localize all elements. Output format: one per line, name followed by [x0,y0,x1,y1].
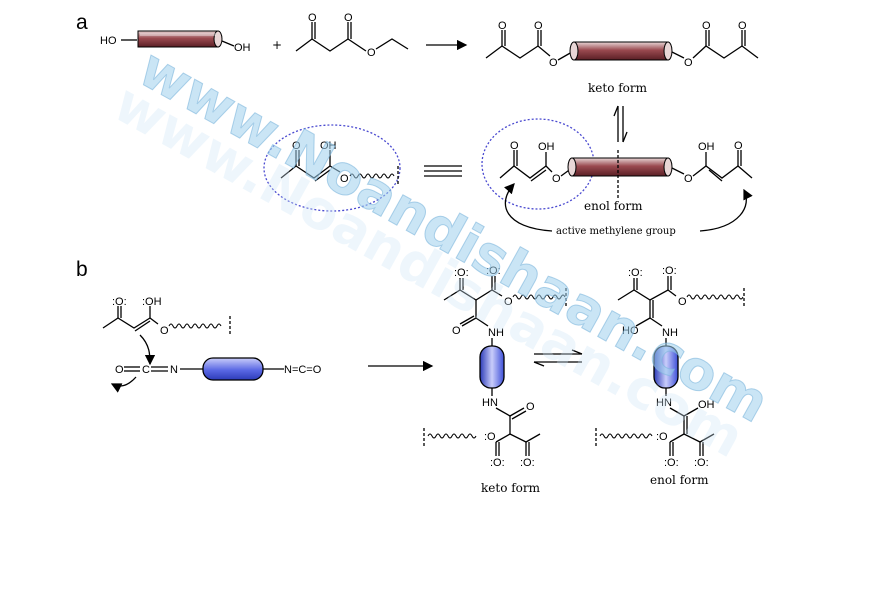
diol-reactant: HO OH [100,30,251,54]
svg-text:O: O [549,57,558,69]
svg-text:NH: NH [662,327,678,339]
keto-form-polymer: :O: :O: O O NH HN O :O: :O :O: [423,265,567,469]
enol-form-product: O OH O O OH O [481,118,753,210]
panel-label-b: b [76,258,88,281]
svg-text::O:: :O: [520,457,535,469]
svg-text:O: O [734,140,743,152]
keto-form-product: O O O O O O [485,20,759,69]
svg-text:O: O [526,401,535,413]
svg-text:OH: OH [698,399,715,411]
tautomer-equilibrium-arrow [613,105,628,143]
svg-text::O:: :O: [664,457,679,469]
svg-text::O:: :O: [628,267,643,279]
keto-form-label-a: keto form [588,81,648,95]
active-methylene-arrows [504,183,753,232]
svg-text:N=C=O: N=C=O [284,364,322,376]
svg-text:O: O [684,57,693,69]
svg-text::OH: :OH [142,296,162,308]
enol-form-polymer: :O: :O: O HO NH HN OH :O: :O :O: [595,265,745,469]
ethyl-acetoacetate: O O O [295,12,409,59]
panel-label-a: a [76,11,88,34]
svg-text:O: O [702,20,711,32]
enol-fragment-zoom: O OH O [263,124,401,212]
svg-text:O: O [534,20,543,32]
svg-text:N: N [170,364,178,376]
svg-text:O: O [452,325,461,337]
svg-text:C: C [142,364,150,376]
svg-text:O: O [367,47,376,59]
svg-text::O:: :O: [112,296,127,308]
hydroxyl-label-left: HO [100,35,117,47]
svg-text:O: O [292,140,301,152]
enol-form-label-b: enol form [650,473,709,487]
svg-text::O:: :O: [490,457,505,469]
svg-text::O:: :O: [694,457,709,469]
svg-text:O: O [504,296,513,308]
svg-text:HN: HN [482,397,498,409]
svg-text:OH: OH [538,141,555,153]
svg-text::O: :O [656,431,668,443]
enol-nucleophile: :O: :OH O [102,296,231,366]
svg-text:O: O [308,12,317,24]
svg-text:O: O [552,173,561,185]
svg-text:O: O [684,173,693,185]
svg-text:O: O [678,296,687,308]
svg-text:HO: HO [622,325,639,337]
hydroxyl-label-right: OH [234,42,251,54]
svg-text:O: O [115,364,124,376]
svg-text::O:: :O: [454,267,469,279]
svg-text::O:: :O: [662,265,677,277]
svg-text:HN: HN [656,397,672,409]
svg-text::O:: :O: [486,265,501,277]
identity-sign [424,165,462,177]
svg-text:O: O [510,140,519,152]
svg-text:O: O [344,12,353,24]
svg-text:OH: OH [320,140,337,152]
svg-text:O: O [160,325,169,337]
svg-text:NH: NH [488,327,504,339]
svg-text:O: O [738,20,747,32]
enol-form-label-a: enol form [584,199,643,213]
svg-text:O: O [340,173,349,185]
keto-form-label-b: keto form [481,481,541,495]
active-methylene-label: active methylene group [556,226,676,237]
equilibrium-arrows-b [533,349,583,367]
svg-text:O: O [498,20,507,32]
svg-text:OH: OH [698,141,715,153]
svg-text::O: :O [484,431,496,443]
plus-sign: + [272,38,282,52]
diisocyanate-reactant: O C N N=C=O [110,357,322,393]
